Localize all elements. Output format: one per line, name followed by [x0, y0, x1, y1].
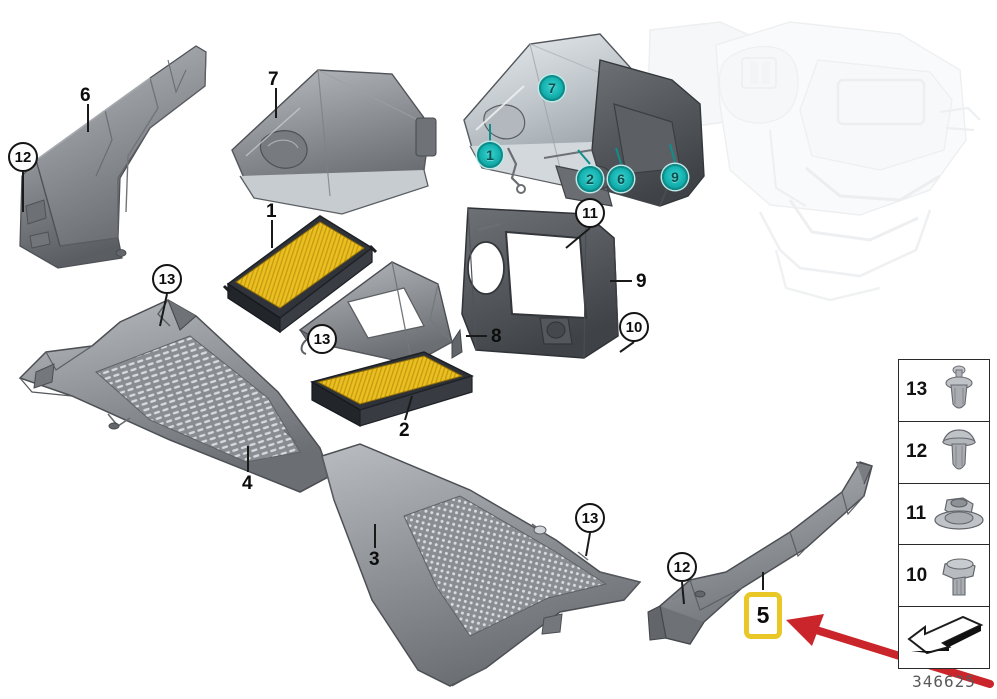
cyan-callout-2[interactable]: 2 — [577, 166, 603, 192]
label-4: 4 — [242, 473, 253, 494]
legend-number-11: 11 — [906, 502, 927, 524]
callout-13-lower[interactable]: 13 — [575, 503, 605, 533]
cyan-callout-1[interactable]: 1 — [477, 142, 503, 168]
label-7: 7 — [268, 69, 279, 90]
callout-12-bottom[interactable]: 12 — [667, 552, 697, 582]
direction-arrow-icon — [907, 616, 984, 655]
callout-11[interactable]: 11 — [575, 198, 605, 228]
callout-13-mid[interactable]: 13 — [307, 324, 337, 354]
callout-13-upper[interactable]: 13 — [152, 264, 182, 294]
label-8: 8 — [491, 326, 502, 347]
part-1-cabin-air-filter — [222, 215, 378, 334]
callout-10[interactable]: 10 — [619, 312, 649, 342]
callout-pins — [22, 172, 685, 605]
fastener-legend-panel: 13 12 11 — [898, 359, 990, 669]
cyan-callout-6[interactable]: 6 — [608, 166, 634, 192]
callout-12-left[interactable]: 12 — [8, 142, 38, 172]
legend-row-13[interactable]: 13 — [899, 360, 989, 422]
legend-row-12[interactable]: 12 — [899, 422, 989, 484]
legend-number-10: 10 — [906, 564, 928, 586]
legend-number-12: 12 — [906, 441, 928, 463]
label-3: 3 — [369, 549, 380, 570]
label-2: 2 — [399, 420, 410, 441]
part-7-housing-cover-left — [231, 69, 437, 215]
label-6: 6 — [80, 85, 91, 106]
cyan-callout-7[interactable]: 7 — [539, 75, 565, 101]
legend-row-10[interactable]: 10 — [899, 545, 989, 608]
label-9: 9 — [636, 271, 647, 292]
ghost-hvac-housing — [647, 21, 981, 302]
leader-lines — [87, 88, 632, 548]
legend-row-11[interactable]: 11 — [899, 484, 989, 546]
part-2-activated-carbon-filter — [310, 351, 475, 428]
cyan-callout-pins — [489, 124, 676, 165]
flange-nut-icon — [934, 497, 984, 530]
part-6-air-duct — [19, 45, 207, 269]
label-1: 1 — [266, 201, 277, 222]
cyan-callout-9[interactable]: 9 — [662, 164, 688, 190]
highlighted-part-5-box[interactable]: 5 — [744, 592, 782, 639]
expanding-rivet-icon — [945, 365, 973, 409]
push-clip-icon — [942, 429, 976, 470]
part-9-mounting-frame — [461, 207, 619, 359]
hex-bolt-icon — [942, 558, 976, 596]
legend-row-direction — [899, 607, 989, 668]
legend-number-13: 13 — [906, 379, 928, 401]
part-4-cowl-cover-left — [18, 299, 331, 493]
diagram-part-number: 346625 — [912, 672, 976, 691]
